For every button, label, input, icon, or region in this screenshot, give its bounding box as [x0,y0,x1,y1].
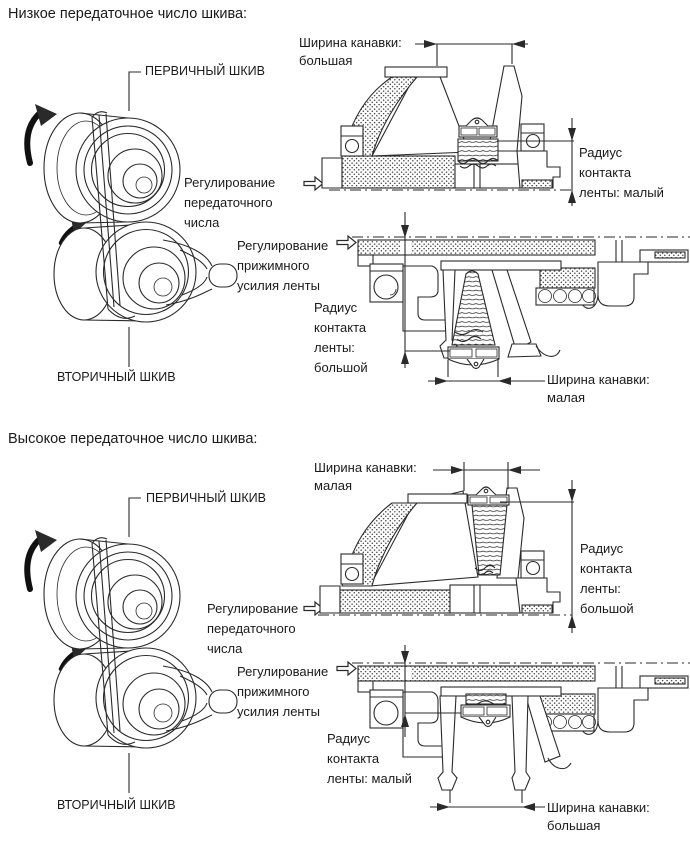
belt-large-radius [467,486,510,576]
section-high-heading: Высокое передаточное число шкива: [8,431,258,447]
cross-section-secondary-high [336,645,690,811]
belt-radius-dimension [401,212,450,368]
clamp-force-label: Регулирование прижимного усилия ленты [237,664,329,719]
section-low-heading: Низкое передаточное число шкива: [8,6,248,22]
belt-radius-label: Радиус контакта ленты: малый [327,731,412,786]
groove-width-label: Ширина канавки: малая [314,460,417,493]
groove-width-label: Ширина канавки: малая [547,372,650,405]
belt-small-radius [457,117,499,169]
movable-sheave [491,269,532,351]
belt-radius-label: Радиус контакта ленты: большой [314,300,368,375]
belt-radius-dimension [401,645,461,737]
secondary-pulley-label: ВТОРИЧНЫЙ ШКИВ [57,370,176,384]
groove-width-dimension [430,790,545,811]
pointer-arrow-icon [336,235,357,250]
belt-radius-dimension [497,118,576,206]
groove-width-dimension [415,40,528,66]
cross-section-primary-high [303,462,576,633]
fixed-sheave [437,695,458,791]
clamp-force-label: Регулирование прижимного усилия ленты [237,238,329,293]
pointer-arrow-icon [303,176,324,191]
pointer-arrow-icon [336,661,357,676]
groove-width-label: Ширина канавки: большая [547,800,650,833]
cross-section-secondary-low [336,212,690,385]
cross-section-primary-low [303,40,576,206]
groove-width-dimension [428,358,545,385]
belt-radius-dimension [500,480,576,633]
ratio-adjustment-label: Регулирование передаточного числа [207,601,299,656]
primary-pulley-label: ПЕРВИЧНЫЙ ШКИВ [146,491,266,505]
groove-width-dimension [433,462,540,491]
pulley-illustration-high [27,498,237,793]
belt-small-radius [460,693,511,728]
movable-sheave [487,65,523,152]
belt-radius-label: Радиус контакта ленты: большой [580,541,634,616]
belt-large-radius [447,270,500,370]
secondary-pulley-label: ВТОРИЧНЫЙ ШКИВ [57,798,176,812]
belt-radius-label: Радиус контакта ленты: малый [579,145,664,200]
primary-pulley-label: ПЕРВИЧНЫЙ ШКИВ [145,64,265,78]
ratio-adjustment-label: Регулирование передаточного числа [184,175,276,230]
groove-width-label: Ширина канавки: большая [299,35,402,68]
sheave-tip [511,695,531,791]
